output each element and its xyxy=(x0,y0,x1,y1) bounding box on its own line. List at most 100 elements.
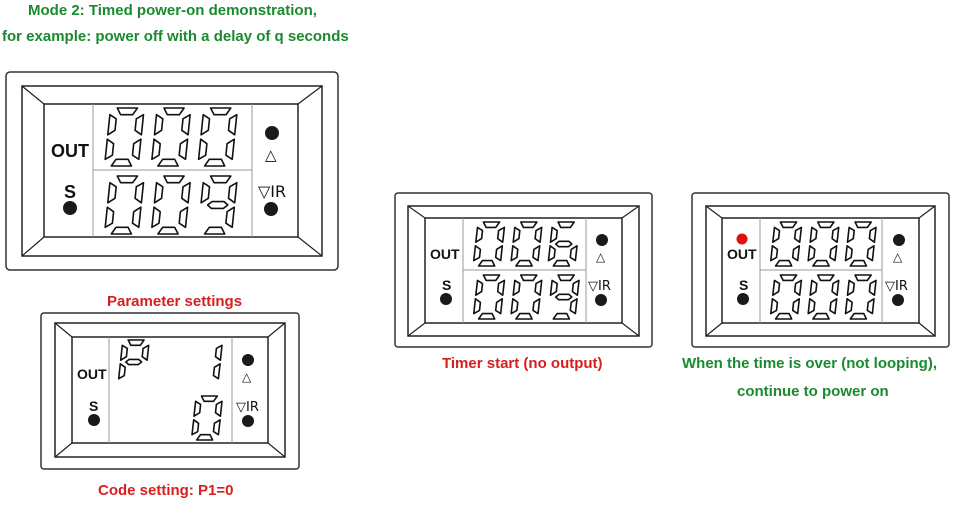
digit-segment xyxy=(151,206,161,229)
digit-segment xyxy=(534,226,543,243)
digit-segment xyxy=(846,226,856,243)
digit-segment xyxy=(812,312,830,320)
timer-start-caption: Timer start (no output) xyxy=(442,355,603,372)
digit-segment xyxy=(125,358,143,366)
down-ir-label: ▽IR xyxy=(885,279,908,294)
digit-segment xyxy=(110,158,133,167)
digit-segment xyxy=(519,274,538,282)
down-ir-label: ▽IR xyxy=(258,182,286,201)
up-arrow-icon: △ xyxy=(242,370,252,384)
up-button[interactable] xyxy=(242,354,254,366)
digit-segment xyxy=(831,279,840,297)
digit-segment xyxy=(472,245,482,262)
s-button[interactable] xyxy=(88,414,100,426)
up-button[interactable] xyxy=(893,234,905,246)
out-label: OUT xyxy=(727,246,757,262)
digit-segment xyxy=(178,138,189,161)
digit-segment xyxy=(116,175,139,184)
digit-segment xyxy=(866,297,875,315)
digit-segment xyxy=(200,113,211,136)
main-top-digits xyxy=(104,107,238,167)
digit-segment xyxy=(512,279,521,297)
digit-segment xyxy=(557,274,576,282)
digit-segment xyxy=(793,279,803,297)
digit-segment xyxy=(868,279,877,297)
out-label: OUT xyxy=(51,141,89,161)
down-button[interactable] xyxy=(595,294,607,306)
digit-segment xyxy=(829,245,838,262)
up-button[interactable] xyxy=(596,234,608,246)
s-label: S xyxy=(89,398,98,414)
digit-segment xyxy=(569,297,578,315)
digit-segment xyxy=(141,344,150,362)
down-ir-label: ▽IR xyxy=(236,400,259,415)
up-arrow-icon: △ xyxy=(596,250,606,264)
s-button[interactable] xyxy=(440,293,452,305)
parameter-panel: OUT S △ ▽IR xyxy=(40,312,300,470)
digit-segment xyxy=(791,297,801,315)
digit-segment xyxy=(107,181,117,204)
digit-segment xyxy=(771,279,781,297)
digit-segment xyxy=(849,312,868,320)
digit-segment xyxy=(131,138,142,161)
digit-segment xyxy=(119,344,129,362)
out-label: OUT xyxy=(77,366,107,382)
s-label: S xyxy=(739,277,748,293)
digit-segment xyxy=(515,259,533,267)
digit-segment xyxy=(214,344,223,362)
digit-segment xyxy=(552,312,571,320)
code-setting-caption: Code setting: P1=0 xyxy=(98,482,234,499)
digit-segment xyxy=(193,400,202,418)
digit-segment xyxy=(195,433,214,441)
digit-segment xyxy=(549,226,559,243)
digit-segment xyxy=(769,297,779,315)
digit-segment xyxy=(571,279,580,297)
main-display-panel: OUT S △ ▽IR xyxy=(5,71,339,271)
digit-segment xyxy=(554,293,573,301)
digit-segment xyxy=(212,362,221,380)
digit-segment xyxy=(104,206,115,229)
s-button[interactable] xyxy=(63,201,77,215)
digit-segment xyxy=(868,226,877,243)
digit-segment xyxy=(116,107,139,116)
out-indicator-led xyxy=(736,233,748,245)
digit-segment xyxy=(203,226,226,235)
down-button[interactable] xyxy=(892,294,904,306)
s-button[interactable] xyxy=(737,293,749,305)
digit-segment xyxy=(474,279,484,297)
digit-segment xyxy=(809,279,818,297)
digit-segment xyxy=(153,181,164,204)
digit-segment xyxy=(557,221,576,229)
up-button[interactable] xyxy=(265,126,279,140)
digit-segment xyxy=(532,245,541,262)
digit-segment xyxy=(844,297,853,315)
digit-segment xyxy=(472,297,482,315)
digit-segment xyxy=(197,138,208,161)
out-label: OUT xyxy=(430,246,460,262)
digit-segment xyxy=(494,297,504,315)
timer-start-panel: OUT S △ ▽IR xyxy=(394,192,653,348)
digit-segment xyxy=(104,138,115,161)
header-line-1: Mode 2: Timed power-on demonstration, xyxy=(28,2,317,19)
digit-segment xyxy=(510,245,519,262)
up-arrow-icon: △ xyxy=(893,250,903,264)
digit-segment xyxy=(157,226,179,235)
digit-segment xyxy=(512,226,521,243)
digit-segment xyxy=(117,362,126,380)
digit-segment xyxy=(157,158,179,167)
digit-segment xyxy=(515,312,533,320)
parameter-settings-caption: Parameter settings xyxy=(107,293,243,310)
digit-segment xyxy=(206,200,229,210)
digit-segment xyxy=(534,279,543,297)
down-button[interactable] xyxy=(264,202,278,216)
digit-segment xyxy=(769,245,779,262)
down-button[interactable] xyxy=(242,415,254,427)
up-arrow-icon: △ xyxy=(265,146,277,164)
digit-segment xyxy=(212,418,221,436)
digit-segment xyxy=(134,113,145,136)
digit-segment xyxy=(153,113,164,136)
digit-segment xyxy=(866,245,875,262)
digit-segment xyxy=(554,240,573,248)
digit-segment xyxy=(163,175,185,184)
digit-segment xyxy=(181,113,191,136)
